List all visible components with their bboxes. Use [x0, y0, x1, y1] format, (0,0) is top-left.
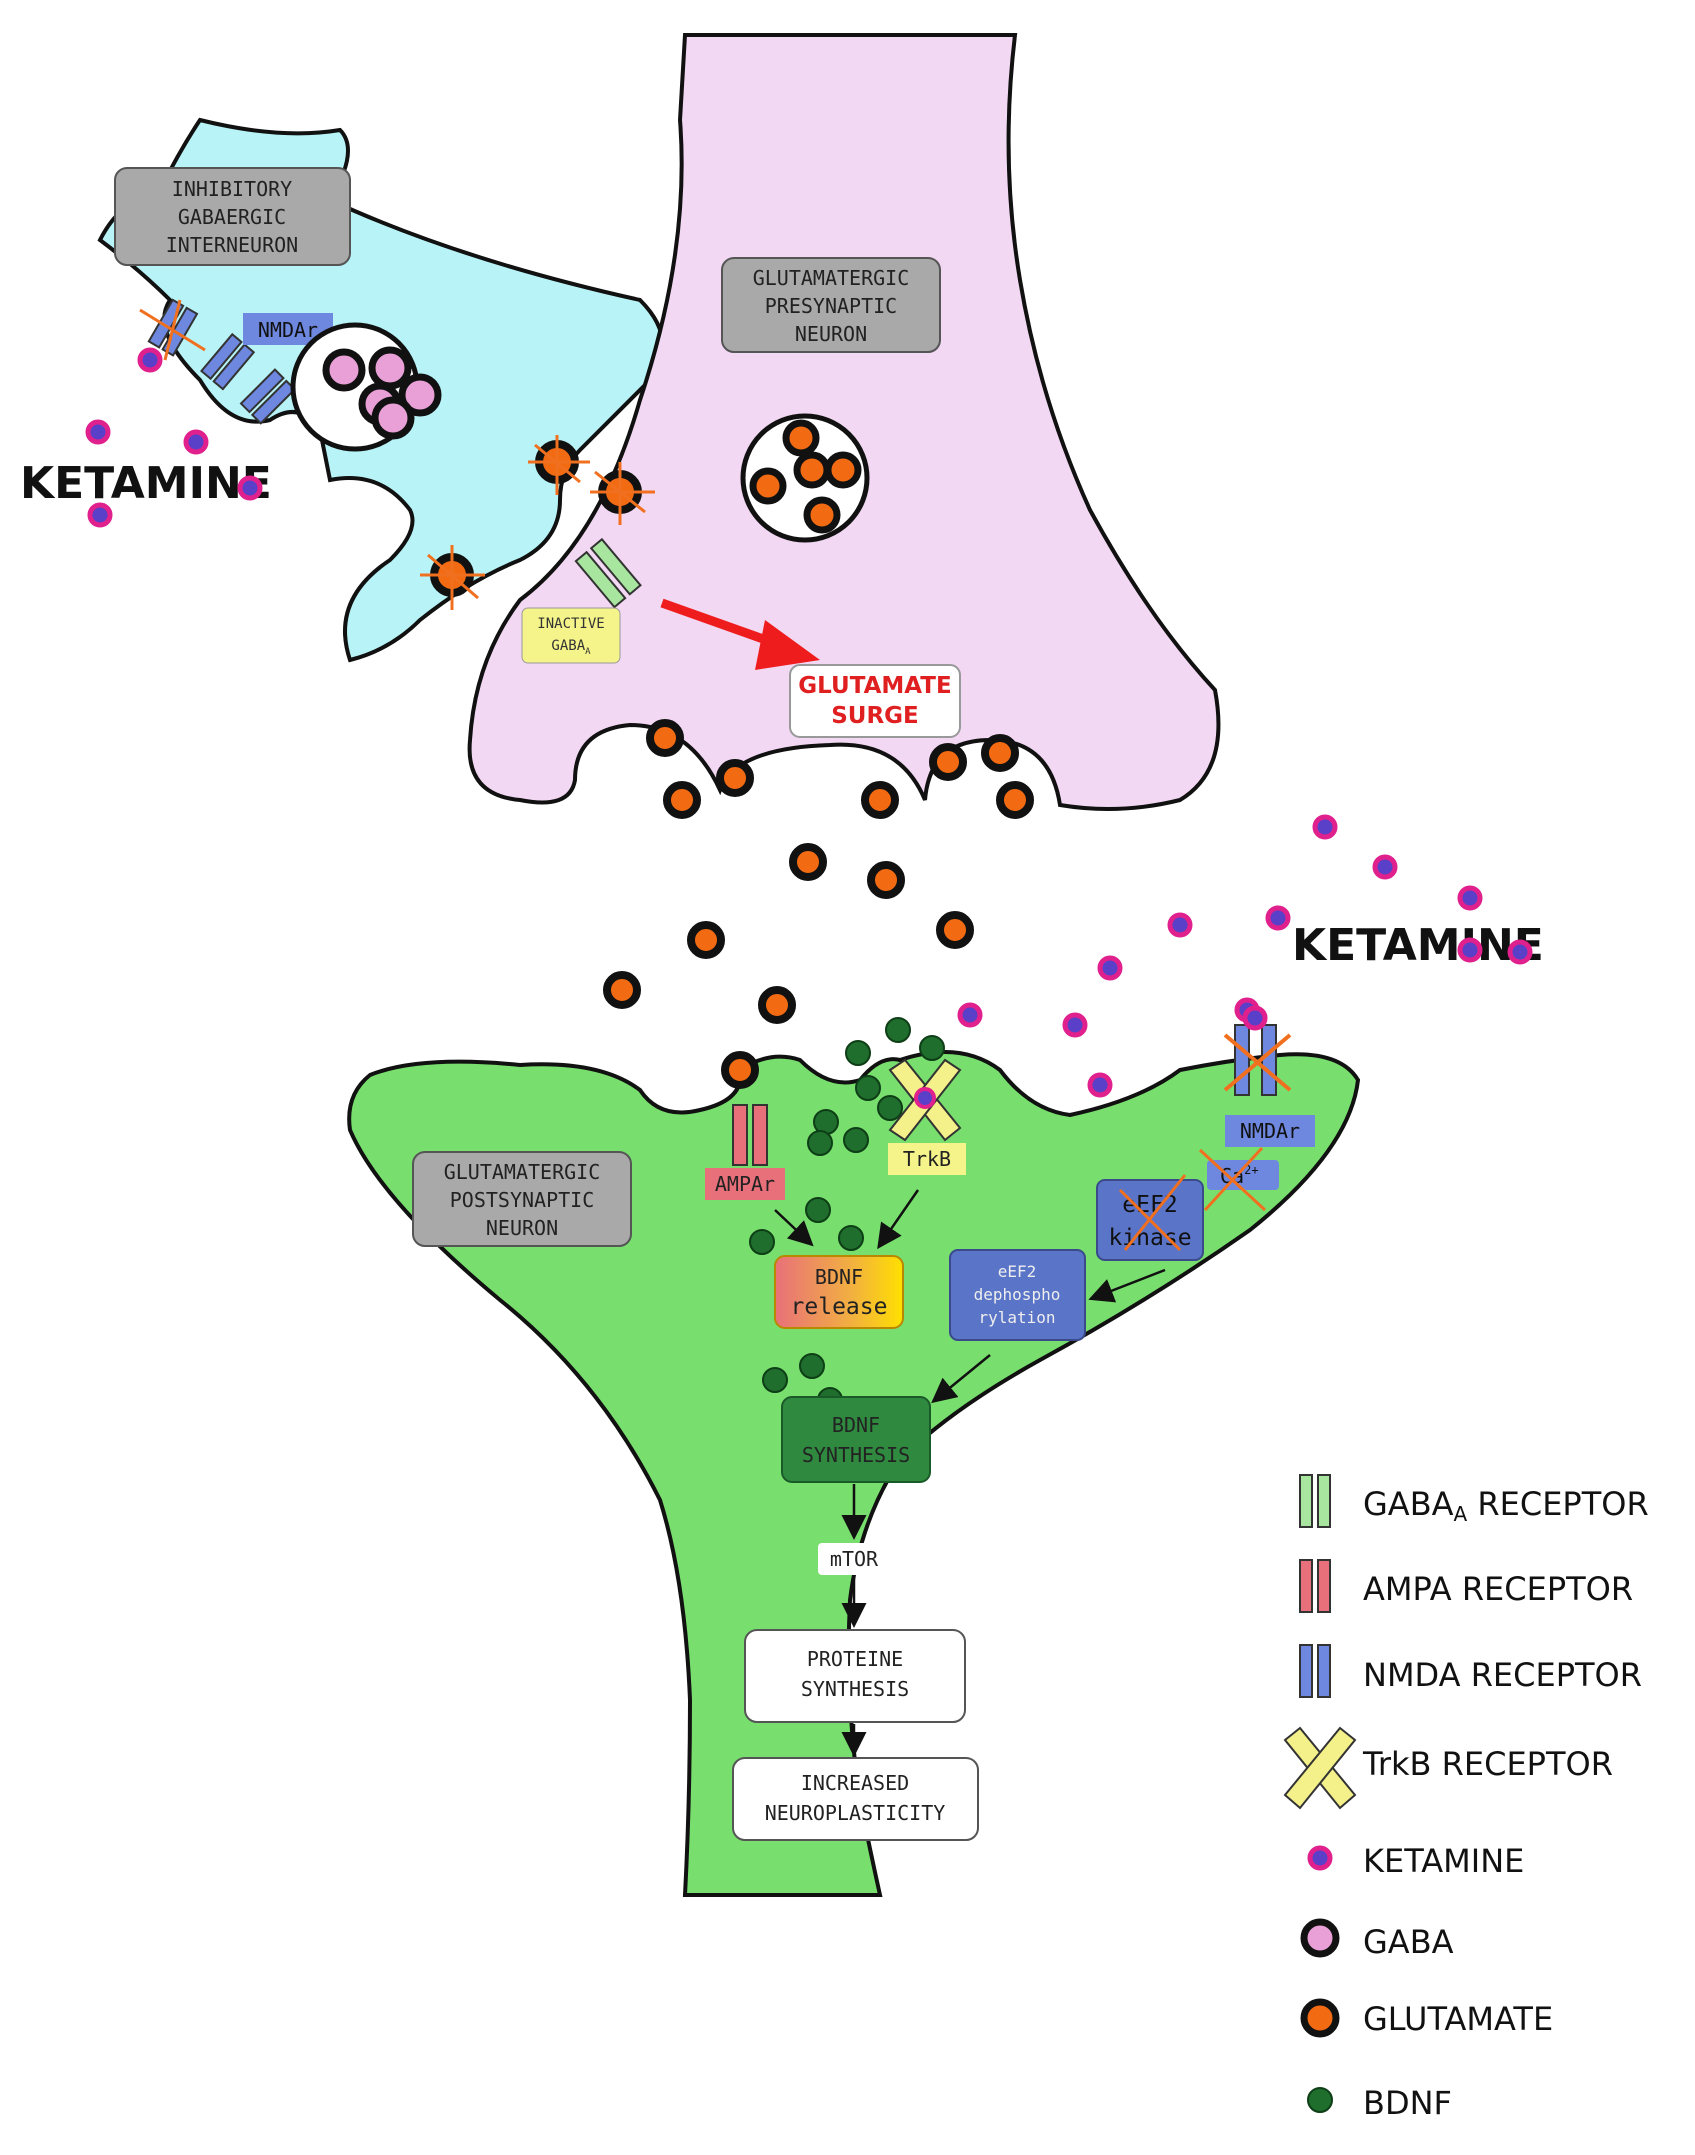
presynaptic-label-line-2: PRESYNAPTIC	[765, 294, 897, 318]
inactive-gaba-subscript: A	[585, 647, 591, 657]
eef2-dephos-box: eEF2 dephospho rylation	[949, 1249, 1086, 1341]
interneuron-label-line-2: GABAERGIC	[178, 205, 286, 229]
ketamine-label-left: KETAMINE	[20, 458, 272, 509]
bdnf-synthesis-line-2: SYNTHESIS	[802, 1443, 910, 1467]
neuroplasticity-line-2: NEUROPLASTICITY	[765, 1801, 946, 1825]
bdnf-icon	[1307, 2087, 1333, 2113]
eef2-kinase-box: eEF2 kinase	[1096, 1174, 1204, 1261]
interneuron-label: INHIBITORY GABAERGIC INTERNEURON	[114, 167, 351, 266]
interneuron-nmdar-label: NMDAr	[258, 318, 318, 342]
glutamate-surge-line-2: SURGE	[831, 703, 919, 729]
surge-arrow	[660, 598, 820, 670]
legend-label-trkb: TrkB RECEPTOR	[1362, 1745, 1613, 1783]
mtor-box: mTOR	[818, 1543, 890, 1575]
legend-gaba-a-suffix: RECEPTOR	[1467, 1485, 1648, 1523]
legend-label-bdnf: BDNF	[1363, 2084, 1452, 2122]
postsynaptic-label: GLUTAMATERGIC POSTSYNAPTIC NEURON	[412, 1151, 632, 1247]
neuroplasticity-line-1: INCREASED	[801, 1771, 909, 1795]
eef2-dephos-line-3: rylation	[978, 1308, 1055, 1327]
protein-synthesis-line-2: SYNTHESIS	[801, 1677, 909, 1701]
protein-synthesis-box: PROTEINE SYNTHESIS	[744, 1629, 966, 1723]
presynaptic-label: GLUTAMATERGIC PRESYNAPTIC NEURON	[721, 257, 941, 353]
ketamine-label-right: KETAMINE	[1292, 920, 1544, 971]
ca-label: Ca2+	[1220, 1163, 1259, 1188]
ampa-receptor-icon	[1299, 1559, 1331, 1613]
mtor-label: mTOR	[830, 1547, 879, 1571]
blocked-cross	[1203, 1146, 1264, 1212]
bdnf-release-box: BDNF release	[774, 1255, 904, 1329]
legend-label-glutamate: GLUTAMATE	[1363, 2000, 1553, 2038]
legend-label-gaba: GABA	[1363, 1923, 1454, 1961]
presynaptic-neuron-body	[467, 33, 1221, 811]
bdnf-release-line-1: BDNF	[815, 1265, 863, 1289]
interneuron-label-line-1: INHIBITORY	[172, 177, 292, 201]
legend-label-ketamine: KETAMINE	[1363, 1842, 1524, 1880]
ketamine-molecules-right	[957, 814, 1533, 1098]
legend-label-nmda: NMDA RECEPTOR	[1363, 1656, 1642, 1694]
inactive-gaba-line-1: INACTIVE	[537, 616, 604, 632]
eef2-dephos-line-2: dephospho	[974, 1285, 1061, 1304]
glutamate-surge-label: GLUTAMATE SURGE	[789, 664, 961, 738]
postsynaptic-label-line-1: GLUTAMATERGIC	[444, 1160, 601, 1184]
inactive-gaba-base: GABA	[551, 638, 585, 654]
postsynaptic-label-line-3: NEURON	[486, 1216, 558, 1240]
interneuron-nmda-receptors	[139, 298, 297, 425]
ca-label-superscript: 2+	[1244, 1163, 1258, 1177]
ampa-receptor	[732, 1104, 768, 1166]
nmda-receptor-icon	[1299, 1644, 1331, 1698]
glutamate-surge-line-1: GLUTAMATE	[798, 673, 951, 699]
blocked-cross	[1223, 1033, 1292, 1092]
presynaptic-label-line-3: NEURON	[795, 322, 867, 346]
bdnf-release-line-2: release	[791, 1294, 888, 1320]
legend-label-gaba-a: GABAA RECEPTOR	[1363, 1485, 1649, 1526]
blocked-cross	[1123, 1174, 1187, 1251]
trkb-tag	[888, 1143, 966, 1175]
post-nmdar-label: NMDAr	[1240, 1119, 1300, 1143]
gaba-a-receptor-icon	[1299, 1474, 1331, 1528]
legend-gaba-a-base: GABA	[1363, 1485, 1454, 1523]
blocked-gaba-release	[420, 435, 655, 610]
legend: GABAA RECEPTOR AMPA RECEPTOR NMDA RECEPT…	[1283, 1474, 1649, 2122]
blocked-cross	[163, 299, 182, 361]
post-nmdar-tag	[1225, 1115, 1315, 1147]
ampar-label: AMPAr	[715, 1172, 775, 1196]
ketamine-molecules-left	[85, 347, 263, 528]
post-nmda-receptor	[1223, 1005, 1292, 1096]
trkb-receptor-icon	[1283, 1726, 1357, 1810]
eef2-dephos-line-1: eEF2	[998, 1262, 1037, 1281]
inactive-gaba-a-receptor	[574, 537, 642, 609]
interneuron-label-line-3: INTERNEURON	[166, 233, 298, 257]
glutamate-icon	[1300, 1998, 1340, 2038]
neuroplasticity-box: INCREASED NEUROPLASTICITY	[732, 1757, 979, 1841]
released-glutamate	[603, 719, 1034, 1089]
postsynaptic-label-line-2: POSTSYNAPTIC	[450, 1188, 595, 1212]
presynaptic-label-line-1: GLUTAMATERGIC	[753, 266, 910, 290]
bdnf-synthesis-line-1: BDNF	[832, 1413, 880, 1437]
ampar-tag	[705, 1168, 785, 1200]
inactive-gaba-line-2: GABAA	[551, 638, 591, 657]
legend-gaba-a-subscript: A	[1454, 1502, 1468, 1526]
trkb-receptor	[888, 1058, 962, 1142]
trkb-label: TrkB	[903, 1147, 951, 1171]
gaba-vesicle	[290, 322, 442, 452]
gaba-icon	[1300, 1918, 1340, 1958]
pathway-arrows	[774, 1189, 1166, 1757]
protein-synthesis-line-1: PROTEINE	[807, 1647, 903, 1671]
glutamate-vesicle	[740, 413, 870, 543]
legend-label-ampa: AMPA RECEPTOR	[1363, 1570, 1633, 1608]
bdnf-synthesis-box: BDNF SYNTHESIS	[781, 1396, 931, 1483]
ca-tag	[1207, 1160, 1279, 1190]
inactive-gaba-tag: INACTIVE GABAA	[521, 607, 621, 664]
ketamine-icon	[1307, 1845, 1333, 1871]
ca-label-base: Ca	[1220, 1164, 1244, 1188]
